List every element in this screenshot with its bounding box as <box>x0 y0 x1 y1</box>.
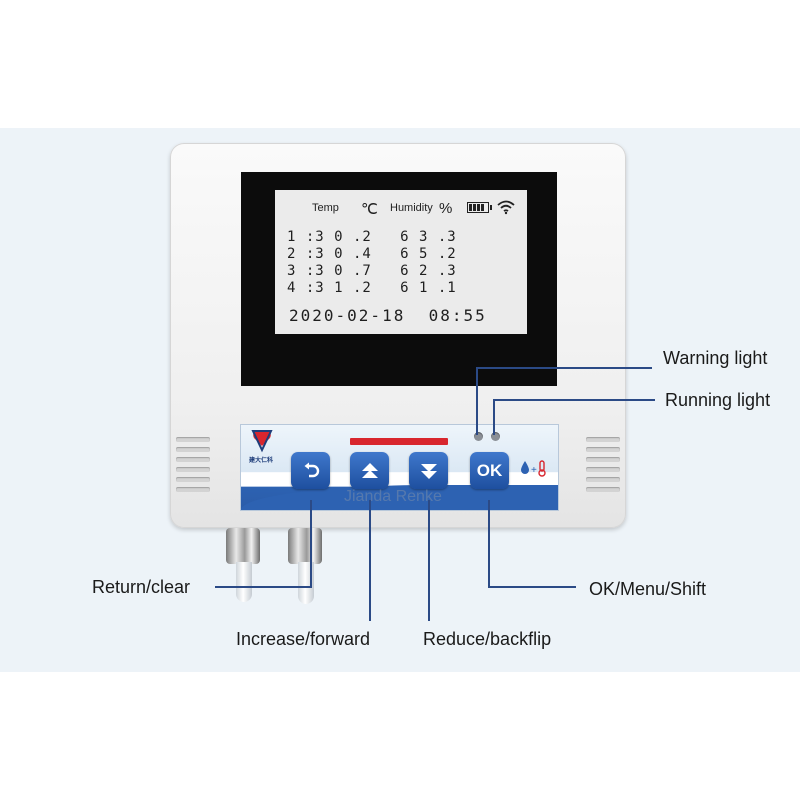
date-time: 2020-02-18 08:55 <box>289 306 487 325</box>
cable-gland-left <box>226 528 260 564</box>
warning-light <box>474 432 483 441</box>
sensor-row-2: 2 :3 0 .4 6 5 .2 <box>287 246 457 262</box>
sensor-row-3: 3 :3 0 .7 6 2 .3 <box>287 263 457 279</box>
left-vent <box>176 437 210 497</box>
battery-icon <box>467 202 492 213</box>
sensor-cable-left <box>236 562 252 602</box>
sensor-row-1: 1 :3 0 .2 6 3 .3 <box>287 229 457 245</box>
return-arrow-icon <box>304 462 319 477</box>
logo-text: 建大仁科 <box>249 458 274 464</box>
temperature-humidity-icon: + <box>521 460 546 477</box>
reduce-backflip-line <box>428 500 430 621</box>
increase-forward-line <box>369 500 371 621</box>
lcd-screen: Temp ℃ Humidity % 1 :3 0 .2 6 3 .3 2 :3 … <box>275 190 527 334</box>
running-light-label: Running light <box>665 390 771 410</box>
warning-light-line-h <box>476 367 652 369</box>
reduce-backflip-button[interactable] <box>409 452 448 489</box>
temp-header: Temp <box>312 202 339 214</box>
cable-gland-right <box>288 528 322 564</box>
return-clear-label: Return/clear <box>92 577 191 597</box>
ok-menu-shift-button[interactable]: OK <box>470 452 509 489</box>
brand-logo-icon <box>251 430 273 453</box>
running-light-line-v <box>493 399 495 435</box>
ok-menu-shift-label: OK/Menu/Shift <box>589 579 707 599</box>
right-vent <box>586 437 620 497</box>
warning-light-label: Warning light <box>663 348 768 368</box>
humidity-header: Humidity <box>390 202 433 214</box>
indicator-strip <box>350 438 448 445</box>
wifi-icon <box>497 200 515 215</box>
up-arrow-icon <box>361 462 378 478</box>
svg-text:+: + <box>531 465 537 476</box>
return-clear-line-h <box>215 586 312 588</box>
sensor-row-4: 4 :3 1 .2 6 1 .1 <box>287 280 457 296</box>
return-clear-button[interactable] <box>291 452 330 489</box>
ok-menu-line-v <box>488 500 490 587</box>
running-light <box>491 432 500 441</box>
running-light-line-h <box>493 399 655 401</box>
brand-watermark: Jianda Renke <box>344 488 442 505</box>
warning-light-line-v <box>476 367 478 435</box>
humidity-unit: % <box>439 200 453 217</box>
temp-unit: ℃ <box>361 201 378 218</box>
ok-menu-line-h <box>488 586 576 588</box>
increase-forward-label: Increase/forward <box>236 629 371 649</box>
return-clear-line-v <box>310 500 312 587</box>
down-arrow-icon <box>420 463 437 479</box>
increase-forward-button[interactable] <box>350 452 389 489</box>
reduce-backflip-label: Reduce/backflip <box>423 629 552 649</box>
